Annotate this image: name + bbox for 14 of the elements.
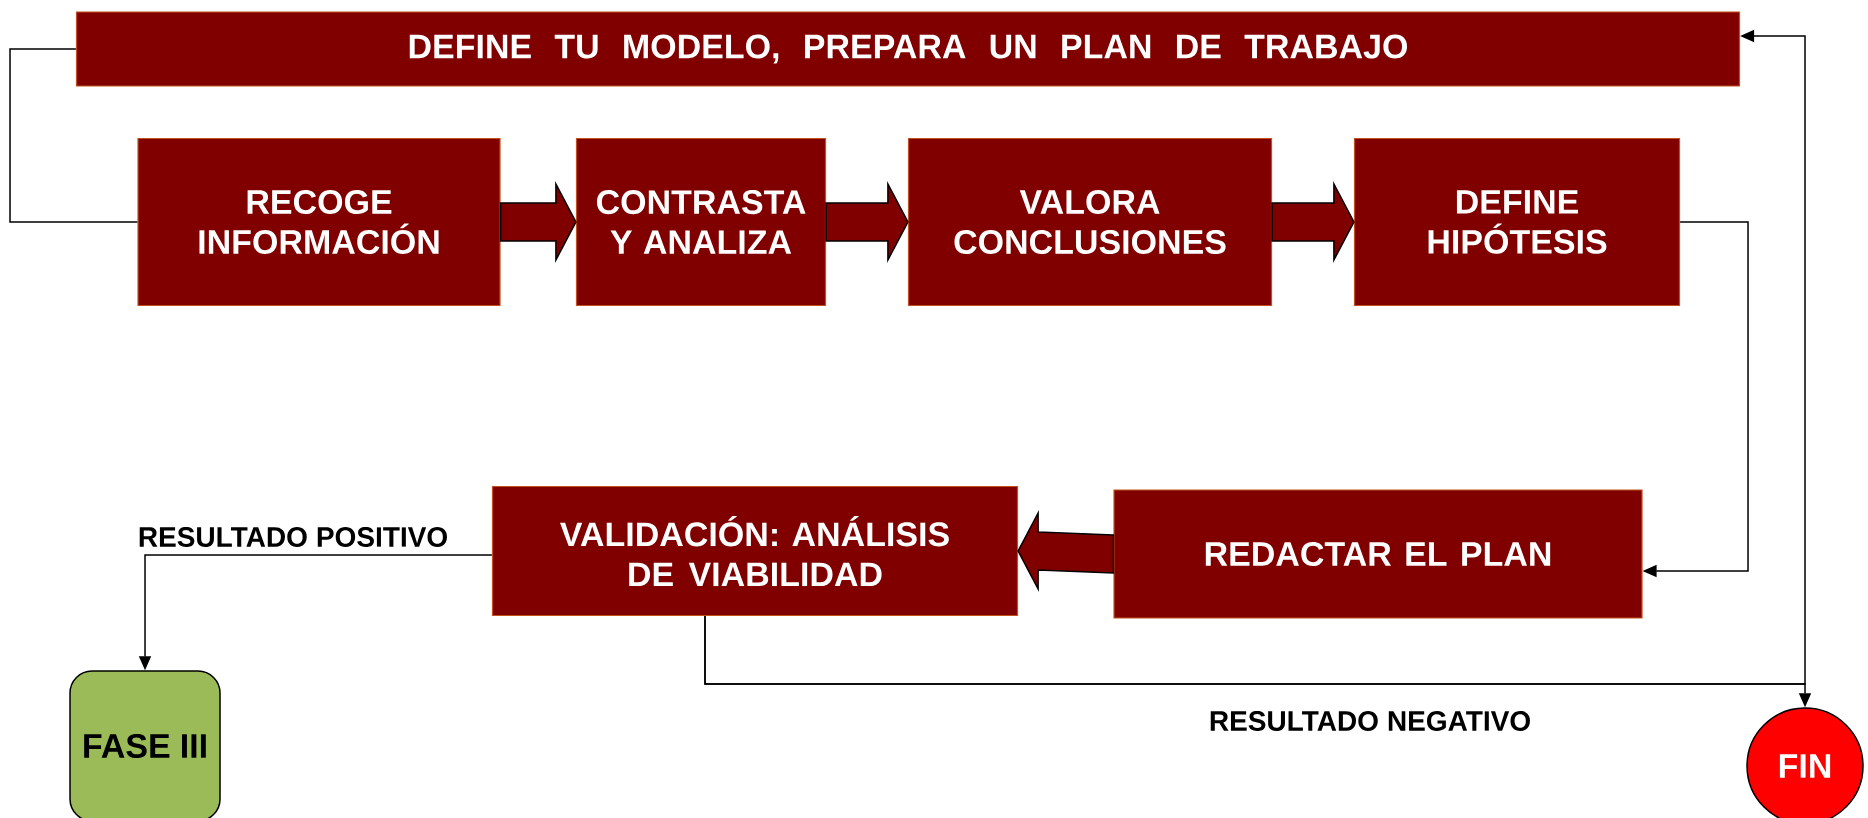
process-box: VALORA CONCLUSIONES [907, 137, 1273, 307]
phase-box: FASE III [69, 670, 221, 818]
process-box: RECOGE INFORMACIÓN [137, 137, 501, 307]
process-box: VALIDACIÓN: ANÁLISIS DE VIABILIDAD [491, 485, 1019, 617]
block-arrow [1271, 180, 1355, 264]
process-box: REDACTAR EL PLAN [1113, 489, 1643, 619]
edge-label: RESULTADO NEGATIVO [1206, 709, 1534, 733]
edge-label: RESULTADO POSITIVO [135, 525, 451, 549]
block-arrow [825, 180, 909, 264]
block-arrow [1017, 509, 1115, 593]
process-box: DEFINE HIPÓTESIS [1353, 137, 1681, 307]
process-box: CONTRASTA Y ANALIZA [575, 137, 827, 307]
block-arrow [499, 180, 577, 264]
process-box: DEFINE TU MODELO, PREPARA UN PLAN DE TRABAJO [75, 11, 1741, 87]
